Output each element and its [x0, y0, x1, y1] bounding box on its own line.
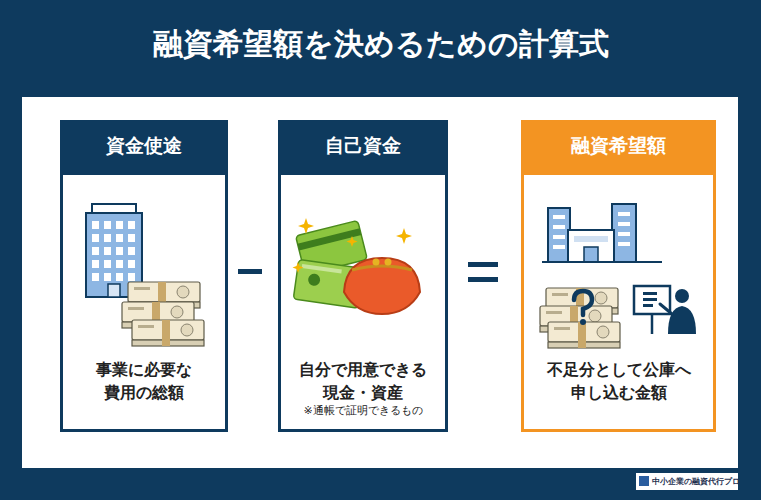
card-description: 事業に必要な費用の総額: [92, 358, 196, 404]
equals-symbol: [468, 262, 498, 267]
formula-card: 融資希望額不足分として公庫へ申し込む金額: [521, 120, 716, 432]
card-heading: 融資希望額: [521, 120, 716, 172]
card-note: ※通帳で証明できるもの: [283, 404, 443, 418]
minus-symbol: [238, 269, 262, 274]
card-heading: 資金使途: [60, 120, 228, 172]
card-description: 自分で用意できる現金・資産: [295, 358, 431, 404]
equals-symbol: [468, 277, 498, 282]
diagram-title: 融資希望額を決めるための計算式: [0, 22, 761, 66]
card-heading: 自己資金: [278, 120, 448, 172]
card-description: 不足分として公庫へ申し込む金額: [543, 358, 695, 404]
brand-logo-text: 中小企業の融資代行プロ: [636, 473, 738, 490]
formula-card: 自己資金自分で用意できる現金・資産※通帳で証明できるもの: [278, 120, 448, 432]
formula-card: 資金使途事業に必要な費用の総額: [60, 120, 228, 432]
